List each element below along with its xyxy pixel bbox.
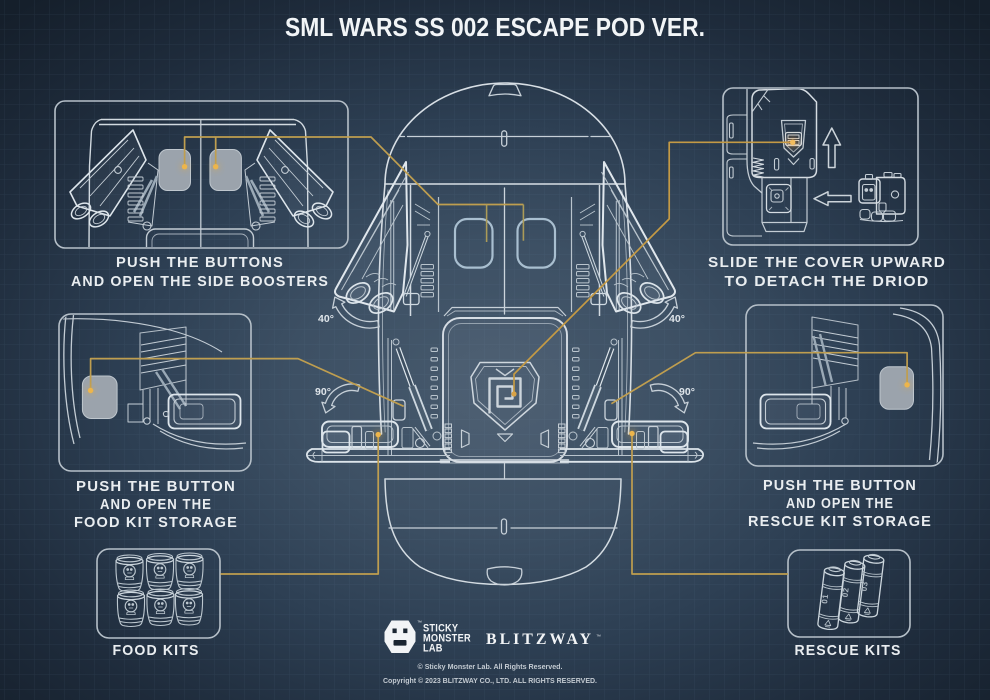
svg-text:40°: 40° (669, 313, 685, 325)
svg-text:AND OPEN THE: AND OPEN THE (100, 496, 212, 513)
svg-text:SLIDE THE COVER UPWARD: SLIDE THE COVER UPWARD (708, 254, 946, 271)
svg-text:SML WARS SS 002 ESCAPE POD VER: SML WARS SS 002 ESCAPE POD VER. (285, 12, 705, 42)
svg-text:PUSH THE BUTTON: PUSH THE BUTTON (763, 477, 917, 494)
svg-text:PUSH THE BUTTONS: PUSH THE BUTTONS (116, 254, 284, 271)
svg-text:FOOD KIT STORAGE: FOOD KIT STORAGE (74, 514, 238, 531)
svg-text:PUSH THE BUTTON: PUSH THE BUTTON (76, 478, 236, 495)
svg-text:TO DETACH THE DRIOD: TO DETACH THE DRIOD (725, 273, 930, 290)
svg-text:02: 02 (841, 587, 851, 598)
svg-text:40°: 40° (318, 313, 334, 325)
svg-text:AND OPEN THE SIDE BOOSTERS: AND OPEN THE SIDE BOOSTERS (71, 273, 329, 290)
svg-text:MONSTER: MONSTER (423, 633, 471, 645)
svg-text:AND OPEN THE: AND OPEN THE (786, 495, 894, 512)
svg-text:STICKY: STICKY (423, 623, 458, 635)
svg-text:03: 03 (860, 581, 870, 592)
svg-text:™: ™ (596, 634, 601, 640)
svg-text:90°: 90° (315, 386, 331, 398)
svg-text:RESCUE KITS: RESCUE KITS (795, 642, 902, 659)
svg-text:LAB: LAB (423, 643, 443, 655)
svg-text:01: 01 (820, 593, 830, 604)
svg-text:BLITZWAY: BLITZWAY (486, 631, 594, 648)
svg-text:RESCUE KIT STORAGE: RESCUE KIT STORAGE (748, 513, 932, 530)
svg-text:FOOD KITS: FOOD KITS (113, 642, 200, 659)
svg-text:™: ™ (417, 620, 422, 626)
svg-text:© Sticky Monster Lab. All Righ: © Sticky Monster Lab. All Rights Reserve… (418, 662, 563, 671)
svg-text:90°: 90° (679, 386, 695, 398)
svg-text:Copyright © 2023 BLITZWAY CO.,: Copyright © 2023 BLITZWAY CO., LTD. ALL … (383, 676, 597, 685)
